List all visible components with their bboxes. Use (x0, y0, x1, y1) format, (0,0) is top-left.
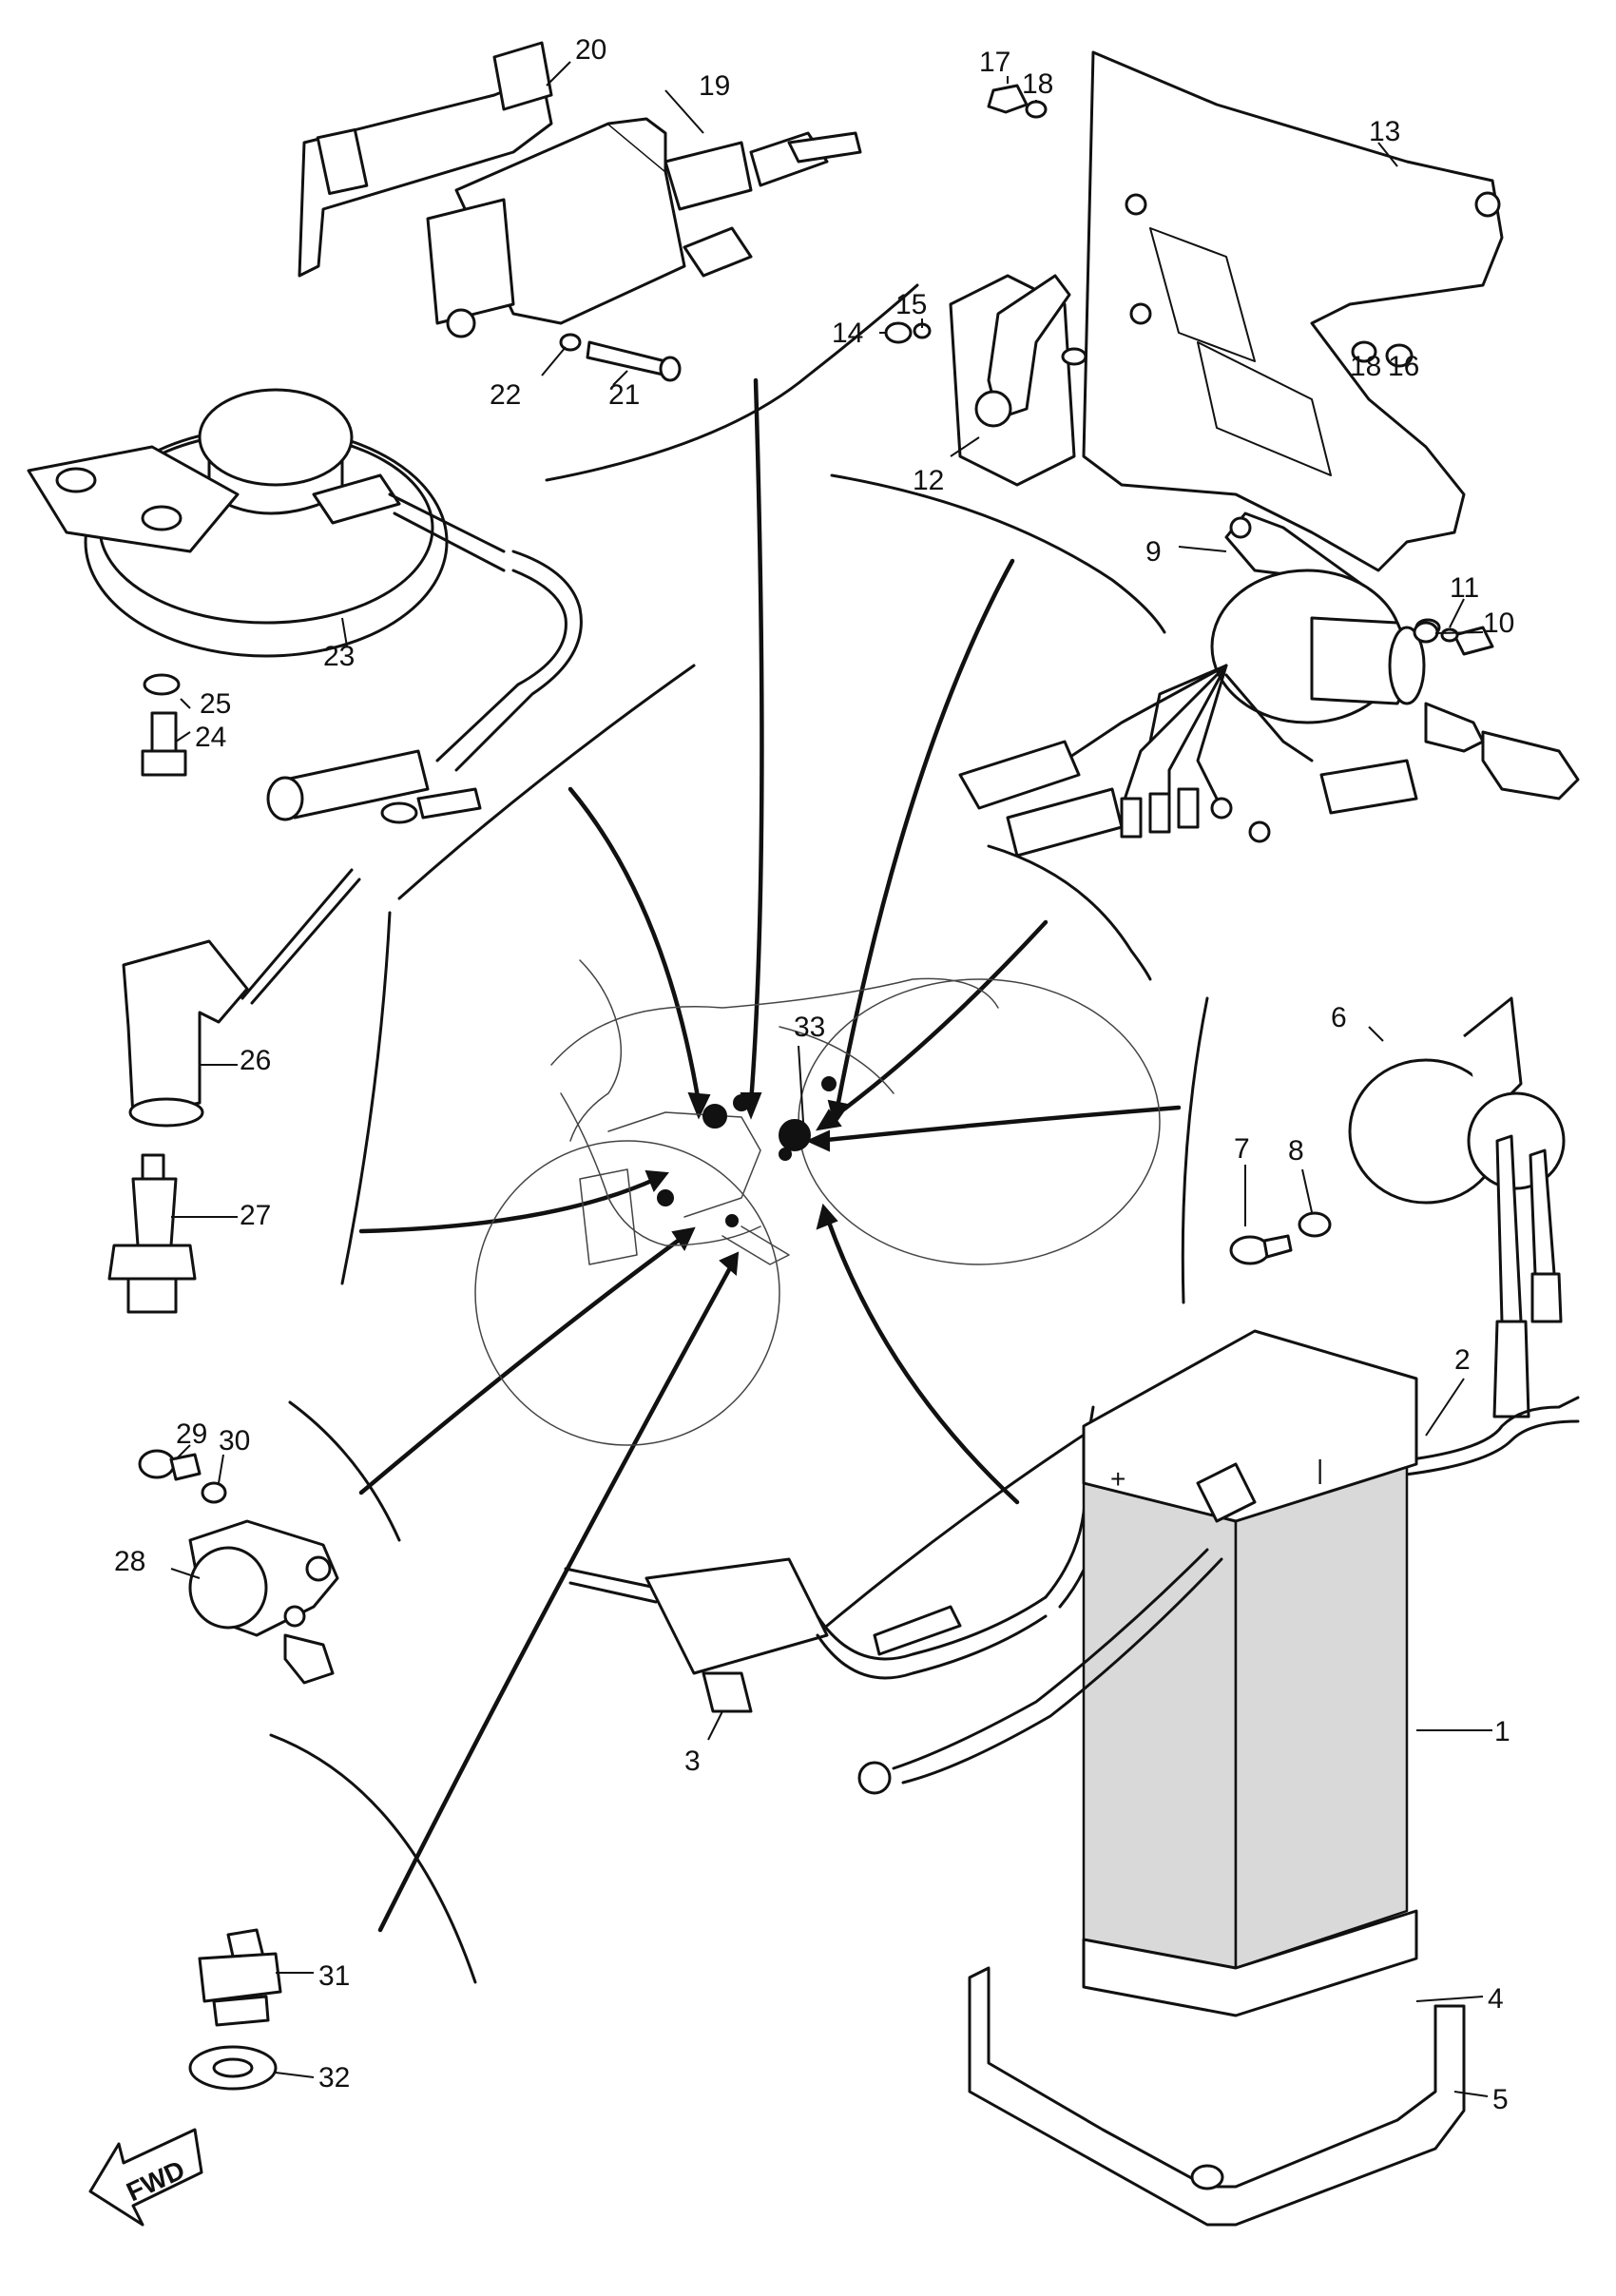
callout-33: 33 (794, 1012, 825, 1043)
callout-1: 1 (1494, 1716, 1510, 1747)
bolt-24 (141, 673, 187, 777)
group-dividers (269, 283, 1209, 1984)
callout-6: 6 (1331, 1002, 1347, 1033)
callout-28: 28 (114, 1546, 145, 1577)
callout-labels: 1 2 3 4 5 6 7 8 9 10 11 12 13 14 15 16 1… (114, 34, 1514, 2115)
spark-plug-cap-26 (122, 868, 361, 1128)
callout-16: 16 (1388, 351, 1419, 382)
horn-assembly (27, 388, 583, 824)
callout-24: 24 (195, 722, 226, 753)
bracket-13 (1082, 50, 1504, 572)
flasher-relay-28 (188, 1519, 339, 1685)
callout-18a: 18 (1022, 68, 1053, 100)
fuse-holder-3 (564, 1405, 1109, 1713)
battery-positive-sign: + (1110, 1464, 1125, 1494)
callout-11: 11 (1450, 572, 1479, 604)
neutral-switch-31 (188, 1928, 282, 2091)
bracket-12 (949, 274, 1087, 487)
callout-32: 32 (318, 2062, 350, 2093)
callout-30: 30 (219, 1425, 250, 1457)
callout-15: 15 (895, 289, 927, 320)
callout-27: 27 (240, 1200, 271, 1231)
callout-3: 3 (684, 1746, 701, 1777)
callout-2: 2 (1454, 1344, 1471, 1376)
bolt-29 (138, 1449, 227, 1504)
callout-31: 31 (318, 1960, 350, 1992)
callout-14: 14 (832, 318, 863, 349)
callout-10: 10 (1483, 608, 1514, 639)
callout-12: 12 (913, 465, 944, 496)
callout-5: 5 (1492, 2084, 1509, 2115)
bolt-10 (1413, 621, 1459, 644)
callout-leaders (170, 61, 1492, 2097)
ignition-coil-assembly (298, 41, 862, 338)
bolt-21 (559, 333, 682, 382)
callout-23: 23 (323, 641, 355, 672)
callout-29: 29 (176, 1418, 207, 1450)
callout-21: 21 (608, 379, 640, 411)
callout-17: 17 (979, 47, 1010, 78)
bolt-7 (1229, 1211, 1332, 1265)
starter-relay-6 (1348, 996, 1566, 1418)
battery-1 (857, 1329, 1580, 2227)
callout-22: 22 (490, 379, 521, 411)
main-switch-9 (958, 511, 1580, 858)
callout-4: 4 (1488, 1983, 1504, 2015)
callout-9: 9 (1145, 536, 1162, 568)
callout-7: 7 (1234, 1133, 1250, 1165)
callout-25: 25 (200, 688, 231, 720)
spark-plug-27 (107, 1153, 197, 1314)
fwd-arrow: FWD (88, 2128, 203, 2227)
callout-18b: 18 (1350, 351, 1381, 382)
motorcycle-outline (474, 959, 1161, 1446)
callout-20: 20 (575, 34, 606, 66)
leader-arrows (358, 377, 1182, 1933)
callout-8: 8 (1288, 1135, 1304, 1167)
battery-negative-sign: | (1317, 1455, 1323, 1484)
callout-26: 26 (240, 1045, 271, 1076)
callout-13: 13 (1369, 116, 1400, 147)
callout-19: 19 (699, 70, 730, 102)
